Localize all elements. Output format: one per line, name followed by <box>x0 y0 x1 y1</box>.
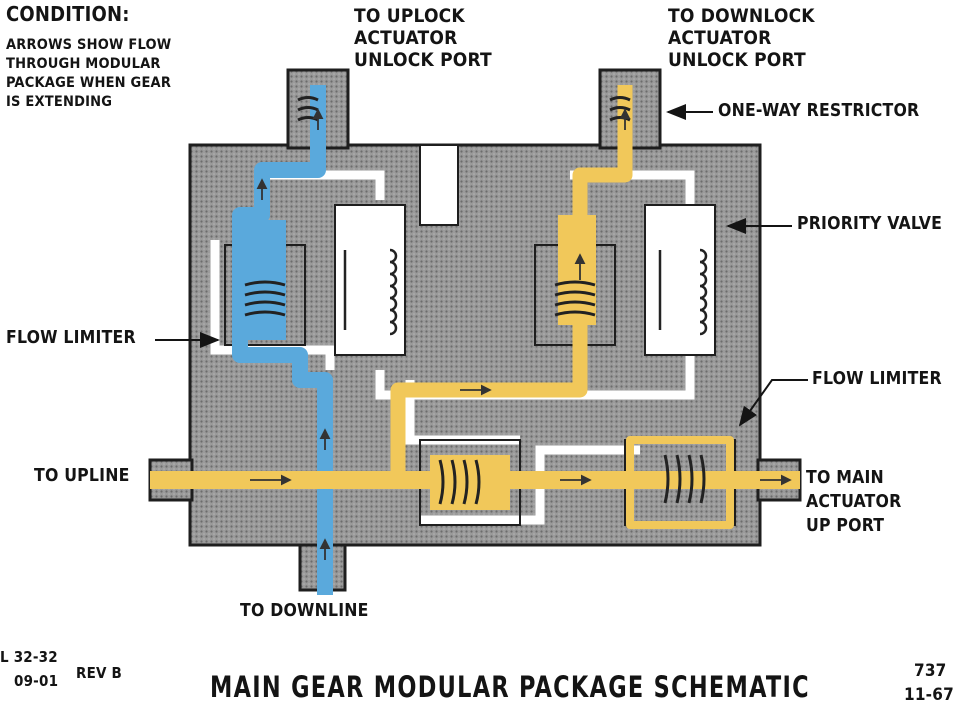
to-upline-label: TO UPLINE <box>34 466 130 486</box>
priority-valves <box>334 204 716 356</box>
main-actuator-line: UP PORT <box>806 516 885 536</box>
priority-valve-label: PRIORITY VALVE <box>797 214 943 234</box>
uplock-line: UNLOCK PORT <box>354 49 492 71</box>
model-number: 737 <box>914 661 947 681</box>
one-way-restrictor-label: ONE-WAY RESTRICTOR <box>718 101 920 121</box>
main-actuator-line: ACTUATOR <box>806 492 902 512</box>
main-actuator-line: TO MAIN <box>806 468 884 488</box>
condition-line: IS EXTENDING <box>6 94 113 110</box>
flow-limiter-left-label: FLOW LIMITER <box>6 328 136 348</box>
condition-note: ARROWS SHOW FLOW THROUGH MODULAR PACKAGE… <box>6 36 171 112</box>
to-downline-label: TO DOWNLINE <box>240 601 369 621</box>
downlock-line: TO DOWNLOCK <box>668 5 815 27</box>
springs <box>244 96 706 505</box>
leader-lines <box>155 104 808 427</box>
downline-flow-path <box>232 85 333 595</box>
condition-line: ARROWS SHOW FLOW <box>6 37 172 53</box>
flow-limiter-right-label: FLOW LIMITER <box>812 369 942 389</box>
uplock-line: TO UPLOCK <box>354 5 465 27</box>
doc-number: L 32-32 <box>0 648 58 666</box>
downlock-port-label: TO DOWNLOCK ACTUATOR UNLOCK PORT <box>668 5 815 71</box>
condition-heading: CONDITION: <box>6 2 130 26</box>
uplock-port-label: TO UPLOCK ACTUATOR UNLOCK PORT <box>354 5 492 71</box>
main-actuator-label: TO MAIN ACTUATOR UP PORT <box>806 466 901 538</box>
flow-arrows <box>250 108 792 560</box>
condition-line: PACKAGE WHEN GEAR <box>6 75 172 91</box>
model-date: 11-67 <box>904 685 954 705</box>
revision-label: REV B <box>76 664 123 682</box>
downlock-line: UNLOCK PORT <box>668 49 806 71</box>
uplock-line: ACTUATOR <box>354 27 458 49</box>
condition-line: THROUGH MODULAR <box>6 56 161 72</box>
doc-date: 09-01 <box>14 672 59 690</box>
downlock-line: ACTUATOR <box>668 27 772 49</box>
schematic-title: MAIN GEAR MODULAR PACKAGE SCHEMATIC <box>210 670 810 704</box>
priority-valve-coils <box>343 248 708 336</box>
